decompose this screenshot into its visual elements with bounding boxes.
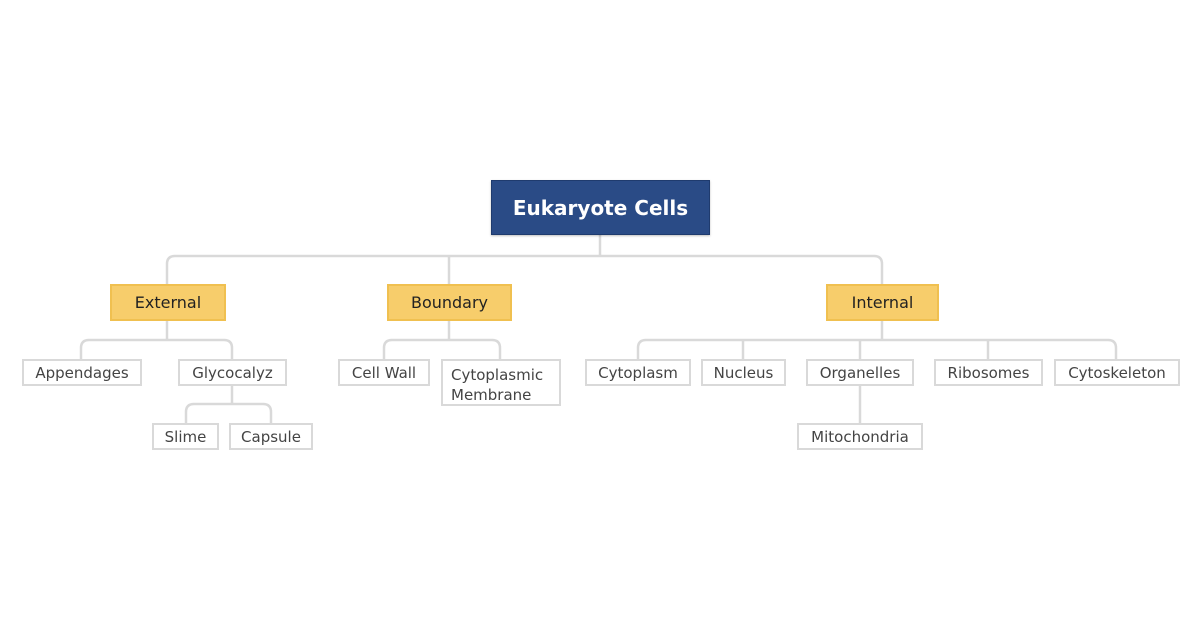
leaf-slime-label: Slime — [164, 427, 207, 446]
branch-boundary-label: Boundary — [410, 293, 489, 312]
connector-external-bar — [79, 338, 234, 359]
leaf-slime[interactable]: Slime — [152, 423, 219, 450]
root-node-label: Eukaryote Cells — [512, 195, 689, 220]
connector-boundary-bar — [382, 338, 502, 359]
leaf-ribosomes-label: Ribosomes — [947, 363, 1030, 382]
leaf-ribosomes[interactable]: Ribosomes — [934, 359, 1043, 386]
leaf-cytoplasm-label: Cytoplasm — [598, 363, 678, 382]
branch-internal[interactable]: Internal — [826, 284, 939, 321]
leaf-cytoskeleton[interactable]: Cytoskeleton — [1054, 359, 1180, 386]
leaf-capsule-label: Capsule — [241, 427, 301, 446]
connector-glycocalyz-bar — [184, 402, 273, 423]
leaf-capsule[interactable]: Capsule — [229, 423, 313, 450]
leaf-cytoplasmic-membrane-text: Cytoplasmic Membrane — [451, 365, 543, 405]
leaf-cytoplasmic-membrane-line1: Cytoplasmic — [451, 366, 544, 384]
leaf-nucleus-label: Nucleus — [713, 363, 774, 382]
branch-external[interactable]: External — [110, 284, 226, 321]
leaf-cytoplasm[interactable]: Cytoplasm — [585, 359, 691, 386]
leaf-organelles-label: Organelles — [819, 363, 901, 382]
leaf-nucleus[interactable]: Nucleus — [701, 359, 786, 386]
branch-external-label: External — [134, 293, 202, 312]
root-node[interactable]: Eukaryote Cells — [491, 180, 710, 235]
leaf-organelles[interactable]: Organelles — [806, 359, 914, 386]
branch-internal-label: Internal — [851, 293, 914, 312]
leaf-mitochondria-label: Mitochondria — [811, 427, 909, 446]
leaf-cell-wall[interactable]: Cell Wall — [338, 359, 430, 386]
leaf-cytoplasmic-membrane-line2: Membrane — [451, 386, 532, 404]
leaf-cell-wall-label: Cell Wall — [351, 363, 417, 382]
leaf-glycocalyz-label: Glycocalyz — [192, 363, 273, 382]
leaf-mitochondria[interactable]: Mitochondria — [797, 423, 923, 450]
leaf-glycocalyz[interactable]: Glycocalyz — [178, 359, 287, 386]
leaf-cytoplasmic-membrane[interactable]: Cytoplasmic Membrane — [441, 359, 561, 406]
connector-root-bar — [165, 254, 884, 284]
connector-internal-bar — [636, 338, 1118, 359]
leaf-cytoskeleton-label: Cytoskeleton — [1068, 363, 1166, 382]
branch-boundary[interactable]: Boundary — [387, 284, 512, 321]
leaf-appendages[interactable]: Appendages — [22, 359, 142, 386]
leaf-appendages-label: Appendages — [35, 363, 129, 382]
